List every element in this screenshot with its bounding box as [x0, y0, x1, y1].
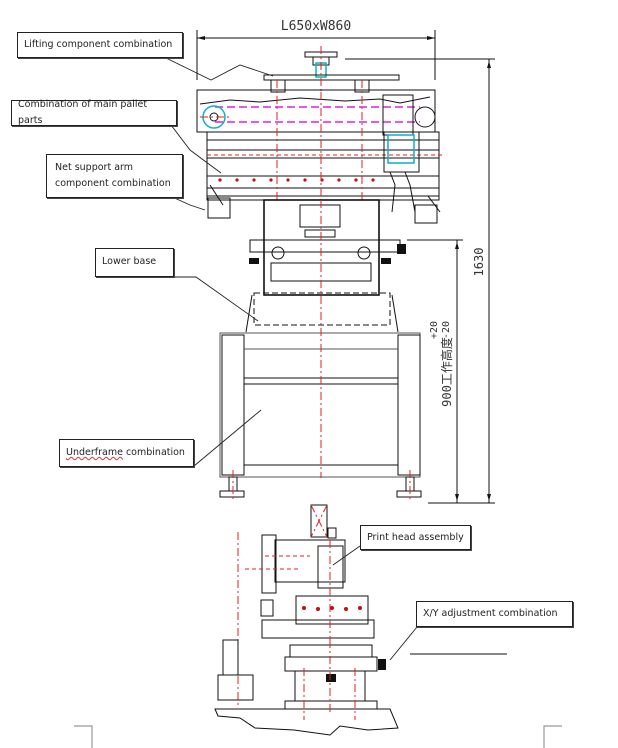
tolerance-lower: -20: [441, 321, 452, 339]
crop-mark-left: [74, 725, 93, 748]
crop-mark-right: [543, 725, 562, 748]
underframe: [219, 200, 422, 500]
callout-label-line1: Net support arm: [55, 162, 134, 173]
callout-main-pallet: Combination of main pallet parts: [11, 99, 177, 126]
callout-net-support-arm: Net support arm component combination: [46, 154, 183, 198]
lifting-component: [263, 46, 400, 93]
overall-size-label: L650xW860: [281, 19, 351, 34]
callout-xy-adjustment: X/Y adjustment combination: [416, 601, 573, 627]
total-height-label: 1630: [472, 248, 486, 277]
callout-label-rest: combination: [122, 447, 185, 458]
total-height-dimension: 1630: [345, 58, 495, 503]
print-head-detail: [237, 504, 375, 706]
callout-label: Print head assembly: [367, 531, 464, 543]
callout-lower-base: Lower base: [95, 248, 174, 277]
callout-label: X/Y adjustment combination: [423, 608, 558, 619]
callout-underframe: Underframe combination: [59, 439, 194, 467]
callout-label: Lower base: [102, 256, 157, 267]
xy-adjustment-detail: [214, 639, 507, 736]
working-height-label: 900工作高度: [439, 337, 454, 407]
callout-lifting-component: Lifting component combination: [17, 32, 183, 58]
callout-label: Combination of main pallet parts: [18, 99, 148, 126]
callout-print-head: Print head assembly: [360, 525, 471, 550]
callout-label-underframe-word: Underframe: [66, 447, 123, 458]
leader-lines: [165, 57, 418, 661]
callout-label-line2: component combination: [55, 178, 171, 189]
tolerance-upper: +20: [429, 321, 440, 339]
callout-label: Lifting component combination: [24, 39, 173, 50]
width-dimension: L650xW860: [196, 19, 436, 80]
lower-base: [245, 199, 406, 333]
working-height-dimension: 900工作高度 +20 -20: [407, 239, 495, 504]
